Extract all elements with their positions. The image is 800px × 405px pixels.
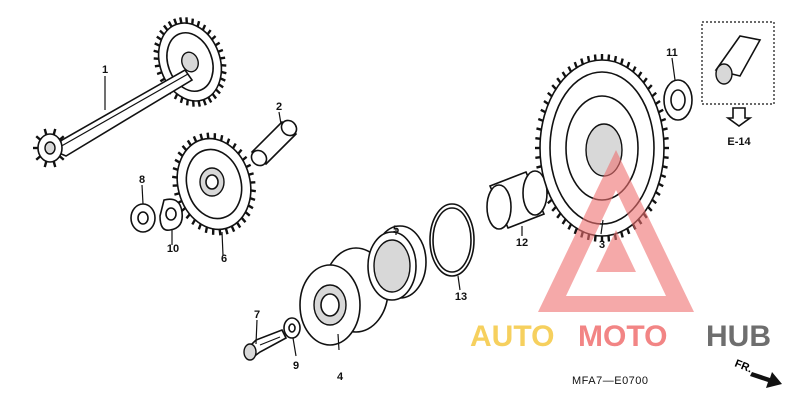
gear-tooth [220, 229, 221, 235]
gear-tooth [638, 72, 641, 77]
gear-tooth [227, 139, 229, 144]
callout-12: 12 [516, 237, 528, 249]
gear-tooth [627, 228, 629, 233]
shaft-body [52, 70, 192, 156]
callout-6: 6 [221, 253, 227, 265]
callout-3: 3 [599, 239, 605, 251]
arrow-down-icon [728, 108, 750, 126]
gear-tooth [608, 55, 609, 61]
gear-tooth [219, 84, 224, 87]
gear-tooth [199, 224, 201, 229]
gear-tooth [194, 136, 196, 141]
front-direction-indicator: FR. [733, 358, 782, 388]
watermark-text-moto: MOTO [578, 320, 667, 353]
gear-tooth [226, 228, 228, 234]
callout-7: 7 [254, 309, 260, 321]
callout-5: 5 [393, 224, 399, 236]
part-9-washer [284, 318, 300, 338]
part-10-lock-washer [160, 199, 182, 230]
gear-tooth [45, 161, 47, 167]
gear-tooth [563, 72, 566, 77]
gear-tooth [157, 37, 162, 40]
gear-tooth [232, 226, 234, 231]
gear-tooth [621, 232, 623, 238]
gear-tooth [575, 62, 577, 67]
gear-tooth [54, 129, 56, 135]
part-7-bolt [244, 330, 286, 360]
part-5-one-way-clutch [368, 226, 426, 300]
gear-tooth [595, 55, 596, 61]
gear-tooth [208, 97, 211, 102]
gear-tooth [245, 212, 249, 216]
gear-tooth [621, 59, 623, 65]
arrow-right-icon [750, 372, 782, 388]
gear-tooth [45, 129, 47, 135]
gear-tooth [588, 56, 589, 62]
gear-tooth [201, 134, 203, 140]
gear-tooth [643, 78, 646, 82]
gear-tooth [569, 67, 572, 72]
direction-label: FR. [733, 358, 754, 376]
part-2-sleeve [248, 117, 299, 168]
gear-tooth [198, 21, 199, 26]
gear-tooth [54, 161, 56, 167]
gear-tooth [557, 213, 560, 217]
gear-tooth [633, 67, 636, 72]
part-11-thrust-washer [664, 80, 692, 120]
watermark-text-auto: AUTO [470, 320, 554, 353]
callout-10: 10 [167, 243, 179, 255]
callout-2: 2 [276, 101, 282, 113]
gear-tooth [181, 97, 182, 102]
callout-9: 9 [293, 360, 299, 372]
gear-tooth [615, 56, 616, 62]
gear-tooth [563, 219, 566, 224]
inset-reference-label: E-14 [727, 136, 751, 148]
gear-tooth [180, 17, 181, 23]
gear-tooth [178, 152, 182, 156]
callout-13: 13 [455, 291, 467, 303]
gear-tooth [627, 62, 629, 67]
drawing-code: MFA7—E0700 [572, 375, 649, 387]
gear-tooth [557, 78, 560, 82]
gear-tooth [608, 236, 609, 242]
gear-tooth [169, 22, 172, 27]
callout-11: 11 [666, 47, 678, 59]
part-13-snap-ring [430, 204, 474, 276]
callout-8: 8 [139, 174, 145, 186]
pinion-gear [38, 134, 62, 162]
callout-4: 4 [337, 371, 344, 383]
gear-tooth [595, 236, 596, 242]
gear-tooth [204, 100, 206, 106]
gear-tooth [199, 101, 200, 107]
gear-tooth [208, 133, 209, 139]
inset-reference-box: E-14 [702, 22, 774, 148]
gear-tooth [569, 224, 572, 229]
part-12-needle-bearing [487, 171, 547, 229]
part-8-washer [131, 204, 155, 232]
callout-1: 1 [102, 64, 108, 76]
watermark-text-hub: HUB [706, 320, 771, 353]
gear-tooth [581, 59, 583, 65]
gear-tooth [174, 19, 176, 25]
